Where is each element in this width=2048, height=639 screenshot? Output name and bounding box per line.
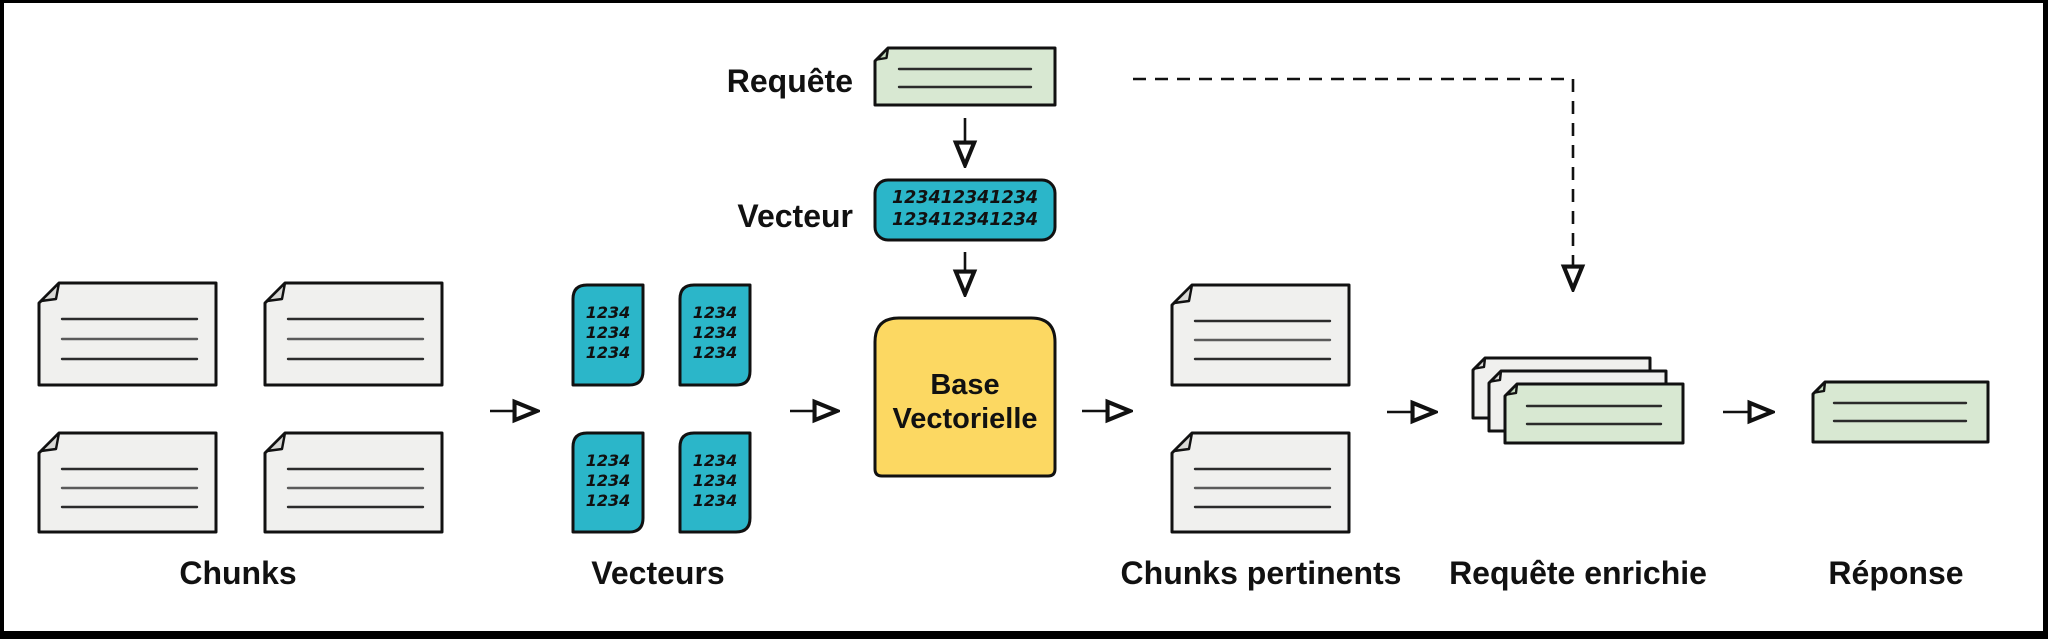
- folded-corner-icon: [39, 431, 61, 453]
- chunk-document: [263, 431, 444, 534]
- folded-corner-icon: [1813, 380, 1827, 394]
- chunk-document: [1170, 431, 1351, 534]
- vector-card: 1234 1234 1234: [571, 283, 645, 387]
- vector-card: 1234 1234 1234: [678, 431, 752, 534]
- svg-text:1234: 1234: [586, 451, 631, 470]
- doc-lines: [1193, 319, 1332, 361]
- base-vectorielle-box: Base Vectorielle: [873, 316, 1057, 478]
- vector-digits-line2: 123412341234: [892, 210, 1038, 230]
- vecteurs-group: 1234 1234 1234 1234 1234 1234 1234 1234 …: [571, 283, 752, 534]
- requete-enrichie-stack: [1471, 356, 1685, 445]
- svg-text:1234: 1234: [586, 471, 631, 490]
- vecteur-label: Vecteur: [737, 198, 853, 234]
- svg-text:1234: 1234: [693, 451, 738, 470]
- rag-pipeline-diagram: Requête Vecteur 123412341234 12341234123…: [37, 46, 1990, 591]
- chunks-group: [37, 281, 444, 534]
- chunks-label: Chunks: [179, 555, 296, 591]
- chunk-document: [37, 281, 218, 387]
- vector-card: 1234 1234 1234: [678, 283, 752, 387]
- doc-lines: [1832, 401, 1968, 423]
- vector-digits-line1: 123412341234: [892, 188, 1038, 208]
- svg-text:1234: 1234: [693, 323, 738, 342]
- vecteur-box: 123412341234 123412341234: [873, 178, 1057, 242]
- folded-corner-icon: [1473, 356, 1487, 370]
- reponse-document: [1811, 380, 1990, 444]
- doc-lines: [897, 67, 1033, 89]
- vector-card: 1234 1234 1234: [571, 431, 645, 534]
- requete-document: [873, 46, 1057, 107]
- folded-corner-icon: [265, 281, 287, 303]
- doc-lines: [60, 467, 199, 509]
- folded-corner-icon: [1172, 431, 1194, 453]
- doc-lines: [286, 467, 425, 509]
- svg-text:1234: 1234: [693, 343, 738, 362]
- requete-enrichie-label: Requête enrichie: [1449, 555, 1707, 591]
- doc-lines: [1525, 404, 1663, 426]
- dashed-arrow-requete-to-requete-enrichie: [1133, 77, 1573, 288]
- base-label-line2: Vectorielle: [892, 403, 1037, 435]
- svg-text:1234: 1234: [693, 491, 738, 510]
- doc-lines: [1193, 467, 1332, 509]
- reponse-label: Réponse: [1828, 555, 1963, 591]
- chunk-document: [263, 281, 444, 387]
- doc-lines: [286, 317, 425, 361]
- svg-text:1234: 1234: [586, 323, 631, 342]
- stacked-document-front: [1503, 382, 1685, 445]
- chunk-document: [1170, 283, 1351, 387]
- folded-corner-icon: [39, 281, 61, 303]
- vecteurs-label: Vecteurs: [591, 555, 724, 591]
- folded-corner-icon: [875, 46, 890, 61]
- folded-corner-icon: [1505, 382, 1519, 396]
- chunks-pertinents-label: Chunks pertinents: [1121, 555, 1402, 591]
- base-label-line1: Base: [930, 369, 999, 401]
- svg-text:1234: 1234: [693, 303, 738, 322]
- requete-label: Requête: [727, 63, 853, 99]
- svg-text:1234: 1234: [693, 471, 738, 490]
- folded-corner-icon: [1489, 369, 1503, 383]
- folded-corner-icon: [1172, 283, 1194, 305]
- svg-text:1234: 1234: [586, 491, 631, 510]
- folded-corner-icon: [265, 431, 287, 453]
- chunk-document: [37, 431, 218, 534]
- svg-text:1234: 1234: [586, 343, 631, 362]
- chunks-pertinents-group: [1170, 283, 1351, 534]
- svg-text:1234: 1234: [586, 303, 631, 322]
- doc-lines: [60, 317, 199, 361]
